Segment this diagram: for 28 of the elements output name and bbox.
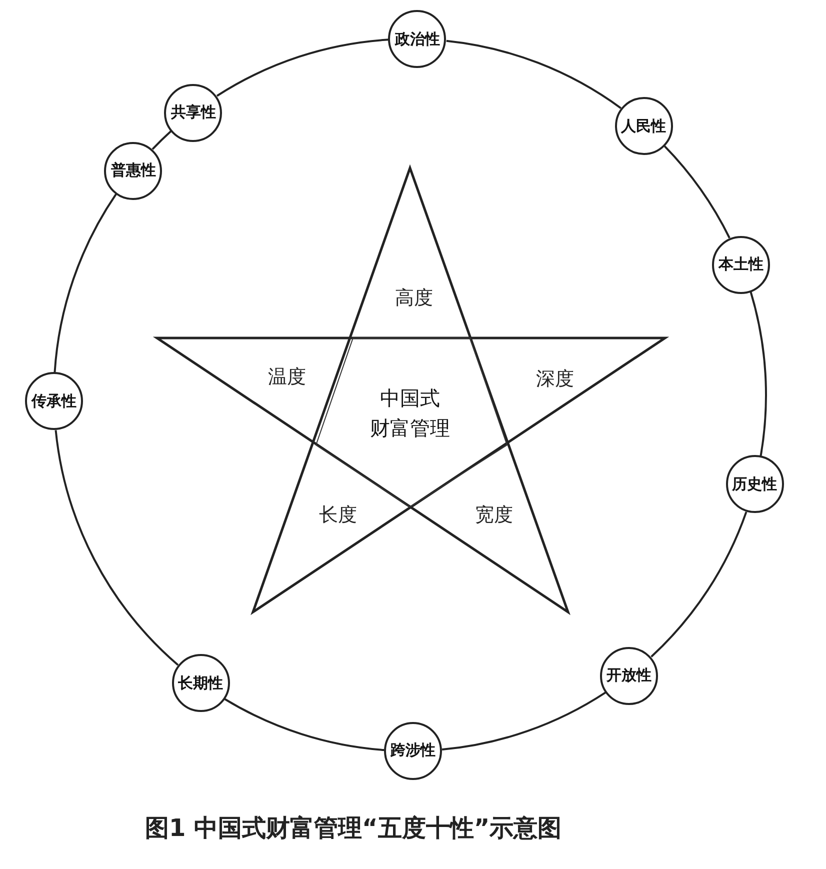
ring-arc xyxy=(664,146,730,238)
region-label: 深度 xyxy=(536,367,574,392)
ring-arc xyxy=(224,698,384,752)
region-label: 温度 xyxy=(268,365,306,390)
ring-arc xyxy=(446,40,622,110)
node-label: 开放性 xyxy=(606,666,652,686)
node-label: 政治性 xyxy=(394,30,440,49)
node-label: 普惠性 xyxy=(110,161,156,180)
ring-arc xyxy=(216,38,389,97)
node-label: 长期性 xyxy=(178,674,224,692)
region-label: 高度 xyxy=(395,286,433,311)
ring-arc xyxy=(54,430,179,666)
center-label: 中国式财富管理 xyxy=(370,385,450,442)
ring-arc xyxy=(750,292,766,456)
node-label: 本土性 xyxy=(718,255,764,274)
region-label: 宽度 xyxy=(475,503,513,528)
figure-caption: 图1 中国式财富管理“五度十性”示意图 xyxy=(145,813,562,844)
circle-node xyxy=(614,97,673,156)
node-label: 共享性 xyxy=(170,103,216,122)
ring-arc xyxy=(152,130,172,150)
ring-arc xyxy=(650,512,748,658)
ring-arc xyxy=(442,692,606,751)
node-label: 跨涉性 xyxy=(390,741,436,760)
node-label: 历史性 xyxy=(732,474,778,494)
node-label: 人民性 xyxy=(621,116,666,136)
node-label: 传承性 xyxy=(32,392,77,411)
ring-arc xyxy=(54,194,117,372)
region-label: 长度 xyxy=(319,503,357,528)
